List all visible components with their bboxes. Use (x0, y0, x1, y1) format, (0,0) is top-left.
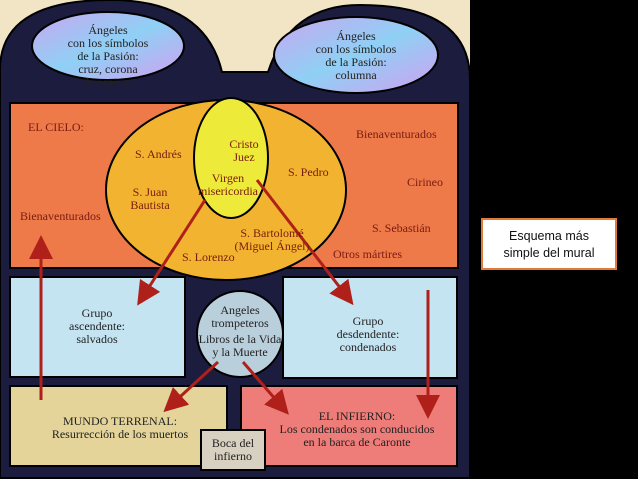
text-line: y la Muerte (212, 344, 268, 359)
text-line: misericordia (198, 184, 258, 198)
text-line: Ángeles (88, 23, 128, 37)
text-line: cruz, corona (78, 62, 138, 76)
text-line: EL INFIERNO: (318, 409, 396, 423)
text-line: Bautista (130, 198, 170, 212)
text-line: (Miguel Ángel) (234, 239, 310, 253)
label-cirineo: Cirineo (407, 175, 443, 189)
text-line: Libros de la Vida (198, 332, 282, 346)
arrow-to-saved (137, 199, 207, 306)
text-line: infierno (214, 449, 252, 463)
callout-line: Esquema más (509, 229, 589, 243)
arrow-to-damned (255, 179, 354, 306)
angels-right-oval (273, 16, 439, 94)
christ-oval (193, 97, 269, 219)
text-line: trompeteros (211, 315, 269, 330)
text-line: condenados (339, 340, 397, 354)
label-otros-martires: Otros mártires (333, 247, 402, 261)
text-line: Grupo (352, 314, 384, 328)
text-line: Ángeles (336, 29, 376, 43)
text-line: MUNDO TERRENAL: (62, 414, 178, 428)
hell-text: EL INFIERNO:Los condenados son conducido… (262, 410, 452, 449)
trumpeters-circle (196, 290, 284, 378)
hell-mouth-box (200, 429, 266, 471)
label-sebastian: S. Sebastián (372, 221, 431, 235)
arrow-to-hell (241, 361, 289, 415)
label-pedro: S. Pedro (288, 165, 329, 179)
earth-box (9, 385, 228, 467)
text-line: Grupo (81, 306, 113, 320)
text-line: de la Pasión: (325, 55, 387, 69)
earth-text: MUNDO TERRENAL:Resurrección de los muert… (20, 415, 220, 441)
arrow-to-earth (163, 360, 220, 413)
callout-line: simple del mural (503, 246, 595, 260)
text-line: Juez (233, 150, 255, 164)
text-line: de espinas (83, 75, 133, 89)
text-line: Cristo (229, 137, 259, 151)
text-line: S. Bartolomé (240, 226, 304, 240)
heaven-title: EL CIELO: (28, 120, 84, 134)
text-line: Virgen (211, 171, 245, 185)
text-line: columna (335, 68, 377, 82)
text-line: ascendente: (69, 319, 125, 333)
text-line: de la Pasión: (77, 49, 139, 63)
text-line: con los símbolos (67, 36, 149, 50)
text-line: Resurrección de los muertos (51, 427, 189, 441)
text-line: salvados (76, 332, 118, 346)
label-bartolome: S. Bartolomé(Miguel Ángel) (228, 227, 316, 253)
angels-left-oval (31, 11, 185, 81)
label-bienaventurados-right: Bienaventurados (356, 127, 437, 141)
text-line: S. Juan (132, 185, 168, 199)
label-lorenzo: S. Lorenzo (182, 250, 235, 264)
text-line: en la barca de Caronte (303, 435, 411, 449)
text-line: con los símbolos (315, 42, 397, 56)
caption-callout: Esquema más simple del mural (481, 218, 617, 270)
text-line: Los condenados son conducidos (279, 422, 435, 436)
text-line: Boca del (211, 436, 255, 450)
text-line: Angeles (220, 303, 260, 317)
label-andres: S. Andrés (135, 147, 182, 161)
text-line: desdendente: (336, 327, 400, 341)
diagram-shapes (0, 0, 470, 479)
label-bienaventurados-left: Bienaventurados (20, 209, 101, 223)
